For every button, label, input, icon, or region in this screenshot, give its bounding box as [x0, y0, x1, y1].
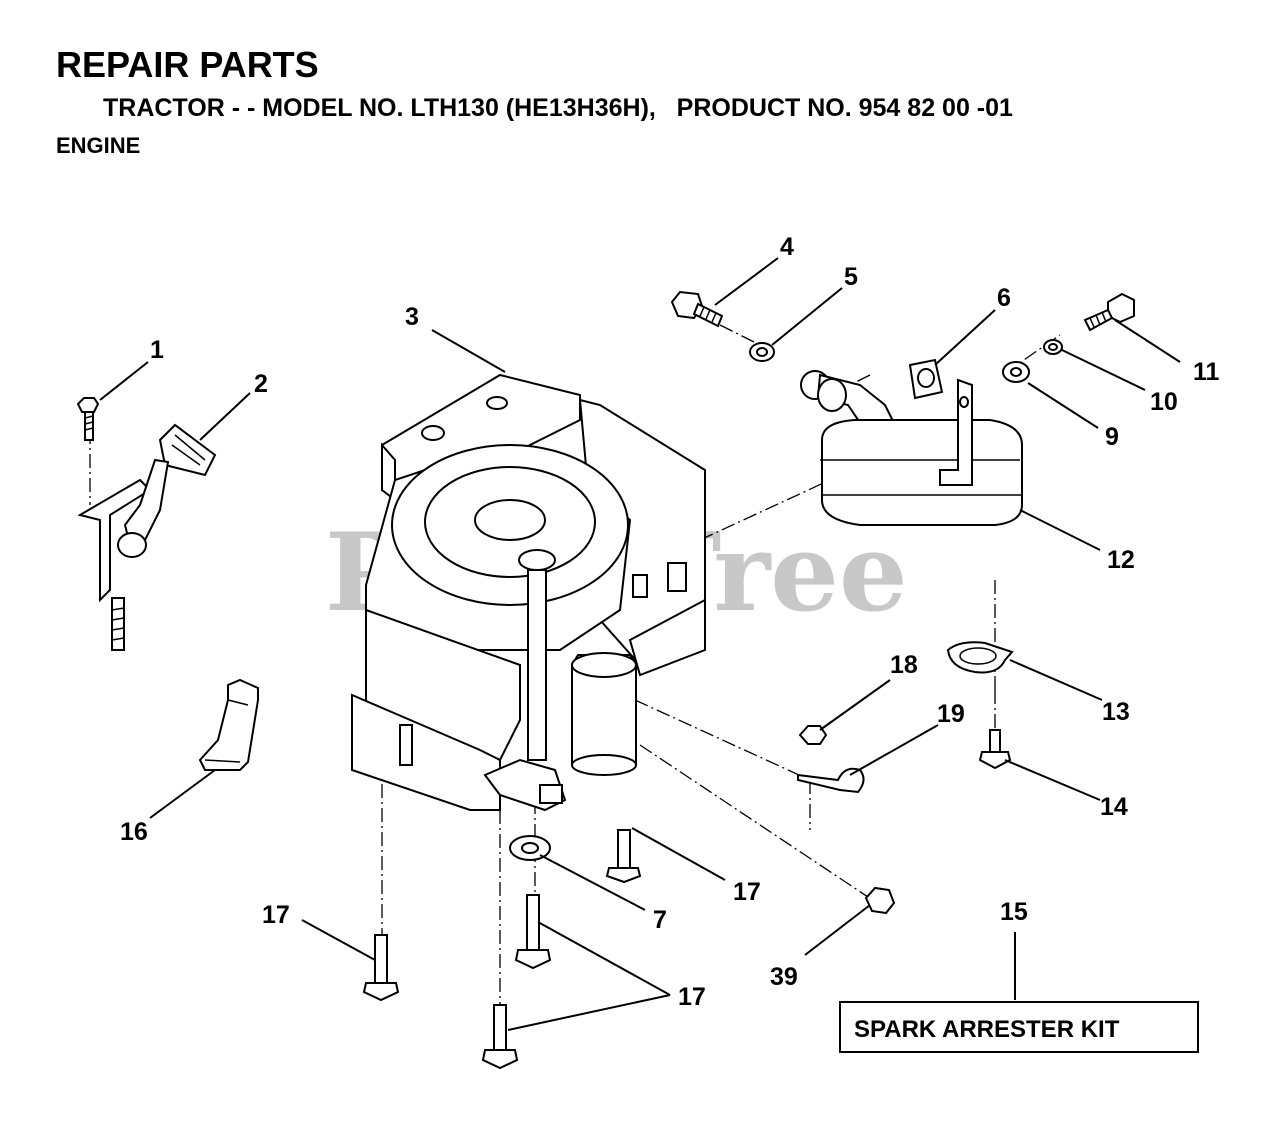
engine-part-3: [351, 373, 706, 812]
model-subtitle: TRACTOR - - MODEL NO. LTH130 (HE13H36H),…: [103, 94, 1013, 122]
callout-5: 5: [844, 263, 858, 291]
nut-part-18: [798, 725, 828, 745]
callout-16: 16: [120, 818, 148, 846]
callout-19: 19: [937, 700, 965, 728]
spark-arrester-kit-label: SPARK ARRESTER KIT: [854, 1016, 1120, 1043]
page-title: REPAIR PARTS: [56, 44, 319, 85]
spark-arrester-part-13: [946, 641, 1014, 674]
callout-11: 11: [1193, 358, 1220, 386]
callout-17-right: 17: [733, 878, 761, 906]
callout-9: 9: [1105, 423, 1119, 451]
callout-17-left: 17: [262, 901, 290, 929]
screw-part-14: [978, 729, 1012, 770]
callout-numbers: 1 2 3 4 5 6 7 9 10 11 12 13 14 15 16 17 …: [120, 233, 1220, 1011]
callout-3: 3: [405, 303, 419, 331]
lock-washer-part-7: [509, 835, 551, 861]
gasket-part-6: [908, 358, 944, 400]
callout-18: 18: [890, 651, 918, 679]
callout-6: 6: [997, 284, 1011, 312]
callout-1: 1: [150, 336, 164, 364]
callout-14: 14: [1100, 793, 1128, 821]
leader-lines: [99, 257, 1181, 1031]
bolt-part-4: [670, 290, 724, 328]
callout-2: 2: [254, 370, 268, 398]
callout-15: 15: [1000, 898, 1028, 926]
callout-7: 7: [653, 906, 667, 934]
bracket-part-16: [198, 678, 259, 771]
section-label: ENGINE: [56, 133, 141, 158]
callout-4: 4: [780, 233, 794, 261]
nut-part-39: [864, 886, 896, 915]
muffler-part-12: [820, 378, 1023, 526]
throttle-control-part-2: [77, 423, 217, 651]
callout-39: 39: [770, 963, 798, 991]
callout-13: 13: [1102, 698, 1130, 726]
callout-17-bottom: 17: [678, 983, 706, 1011]
bolt-part-17: [362, 829, 642, 1070]
callout-10: 10: [1150, 388, 1178, 416]
callout-12: 12: [1107, 546, 1135, 574]
bolt-part-11: [1083, 292, 1135, 332]
spark-arrester-kit-box: [839, 1001, 1199, 1053]
bolt-part-1: [76, 397, 100, 441]
